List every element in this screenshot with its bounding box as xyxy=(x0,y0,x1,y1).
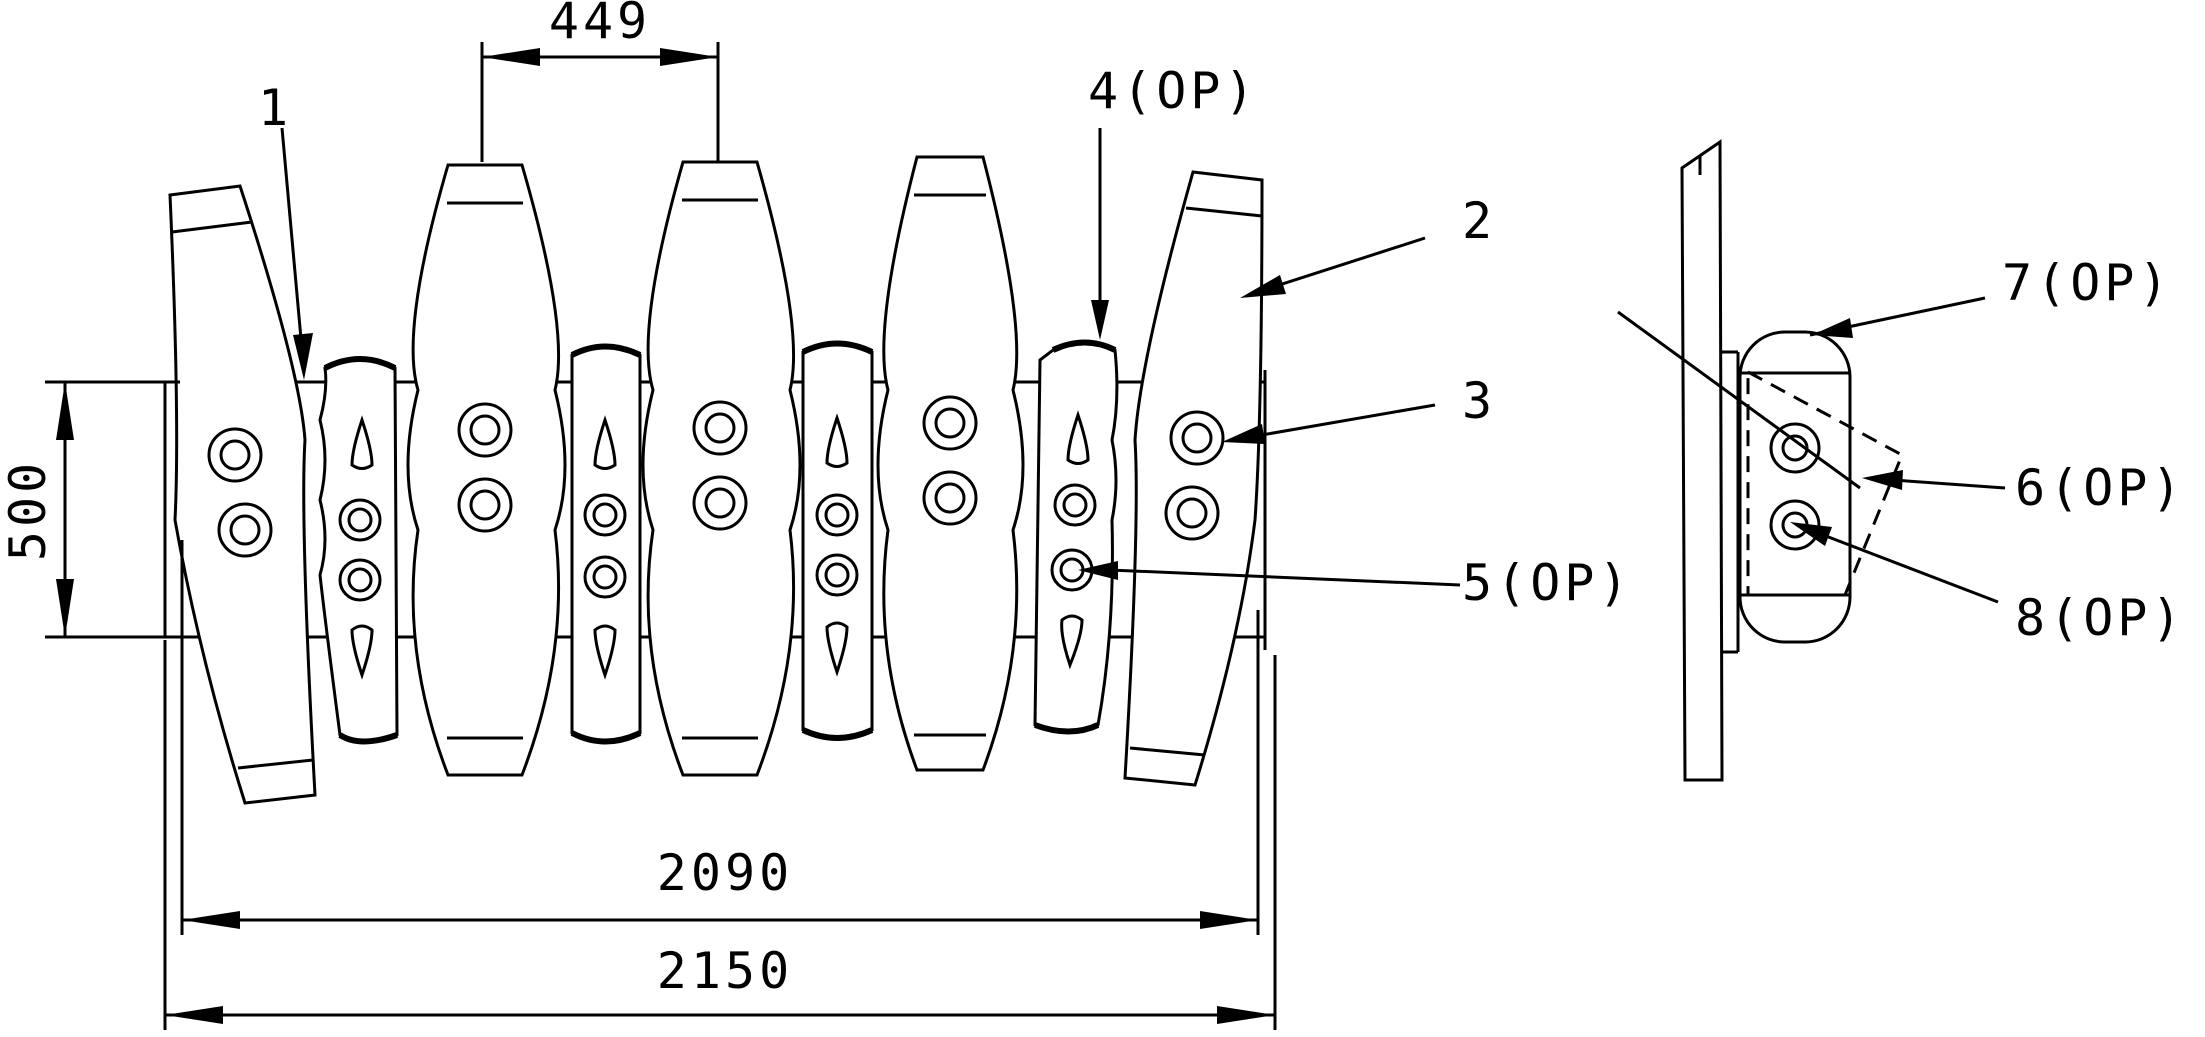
dim-height-label: 500 xyxy=(0,459,57,561)
blade-4 xyxy=(876,155,1025,772)
blades xyxy=(168,155,1264,805)
blade-2 xyxy=(406,163,567,777)
bar-4 xyxy=(1033,339,1119,735)
blade-3 xyxy=(641,160,802,777)
blade-5 xyxy=(1123,170,1264,787)
front-view xyxy=(163,155,1267,805)
callout-leaders xyxy=(280,127,2006,604)
bar-3 xyxy=(801,340,874,741)
dimension-2150 xyxy=(163,640,1277,1030)
callout-3: 3 xyxy=(1462,372,1496,430)
bars xyxy=(318,339,1119,745)
callout-6: 6(OP) xyxy=(2015,459,2186,517)
dimension-2090 xyxy=(180,540,1260,935)
callout-5: 5(OP) xyxy=(1462,554,1633,612)
blade-1 xyxy=(168,184,317,805)
callout-1: 1 xyxy=(258,79,292,137)
callout-4: 4(OP) xyxy=(1088,62,1259,120)
dim-overall-width-label: 2150 xyxy=(657,942,793,1000)
callout-7: 7(OP) xyxy=(2002,254,2173,312)
dimension-500 xyxy=(45,380,180,639)
dim-spacing-label: 449 xyxy=(549,0,651,50)
dim-inner-width-label: 2090 xyxy=(657,844,793,902)
bar-2 xyxy=(570,343,642,745)
callout-2: 2 xyxy=(1462,192,1496,250)
side-view xyxy=(1680,139,1904,782)
callout-8: 8(OP) xyxy=(2015,589,2186,647)
bar-1 xyxy=(318,356,399,745)
dimension-449 xyxy=(480,42,720,162)
